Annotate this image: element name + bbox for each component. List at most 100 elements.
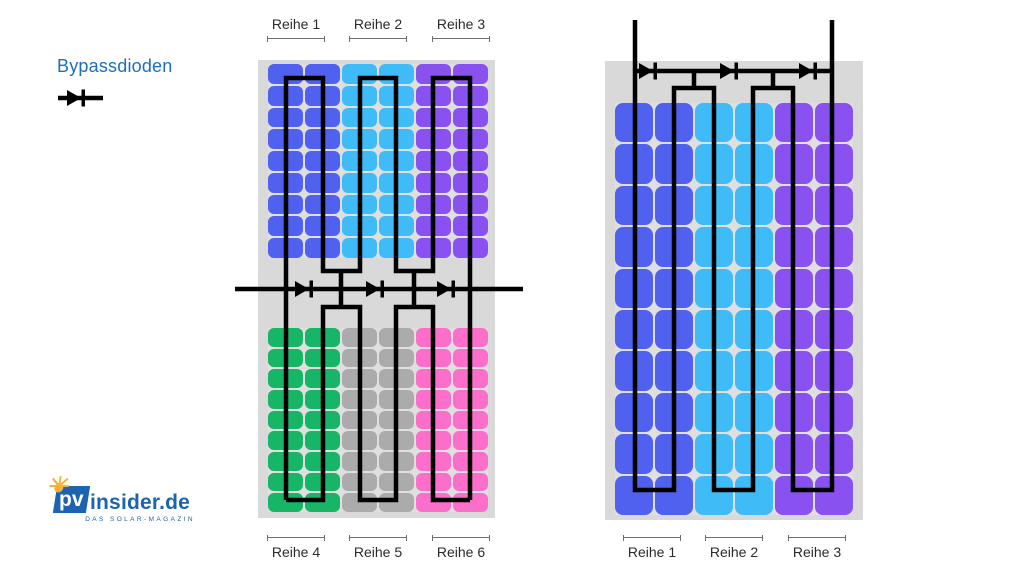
solar-cell <box>453 472 488 492</box>
solar-cell <box>379 493 414 512</box>
sun-icon <box>49 476 70 493</box>
measure-line <box>623 535 681 541</box>
full-cell-module-panel <box>605 61 863 520</box>
solar-cell <box>695 475 733 515</box>
solar-cell <box>268 472 303 492</box>
solar-cell <box>695 227 733 267</box>
solar-cell <box>416 172 451 193</box>
solar-cell <box>655 310 693 350</box>
solar-cell <box>379 238 414 258</box>
solar-cell <box>775 103 813 143</box>
solar-cell <box>453 348 488 368</box>
solar-cell <box>268 328 303 347</box>
solar-cell <box>615 268 653 308</box>
solar-cell <box>268 107 303 128</box>
solar-cell <box>416 431 451 450</box>
solar-cell <box>416 472 451 492</box>
solar-cell <box>695 268 733 308</box>
legend: Bypassdioden <box>57 56 173 107</box>
solar-cell <box>775 351 813 391</box>
solar-cell <box>453 389 488 409</box>
solar-cell <box>379 151 414 171</box>
solar-cell <box>305 64 340 84</box>
solar-cell <box>695 351 733 391</box>
solar-cell <box>695 434 733 474</box>
solar-cell <box>735 144 773 184</box>
solar-cell <box>379 451 414 471</box>
solar-cell <box>268 451 303 471</box>
solar-cell <box>342 389 377 409</box>
label-text: Reihe 1 <box>271 16 321 32</box>
solar-cell <box>379 389 414 409</box>
solar-cell <box>342 369 377 388</box>
solar-cell <box>815 103 853 143</box>
solar-cell <box>379 172 414 193</box>
solar-cell <box>379 369 414 388</box>
solar-cell <box>342 348 377 368</box>
label-right-reihe-2: Reihe 2 <box>704 533 764 562</box>
solar-cell <box>453 216 488 237</box>
solar-cell <box>268 64 303 84</box>
solar-cell <box>379 410 414 430</box>
label-left-reihe-5: Reihe 5 <box>348 533 408 562</box>
solar-cell <box>342 194 377 215</box>
solar-cell <box>453 172 488 193</box>
solar-cell <box>815 475 853 515</box>
solar-cell <box>379 216 414 237</box>
solar-cell <box>655 144 693 184</box>
label-text: Reihe 3 <box>436 16 486 32</box>
solar-cell <box>342 238 377 258</box>
solar-cell <box>453 328 488 347</box>
solar-cell <box>416 216 451 237</box>
solar-cell <box>305 431 340 450</box>
solar-cell <box>735 227 773 267</box>
solar-cell <box>775 185 813 226</box>
right-module-cell-grid <box>615 103 853 515</box>
solar-cell <box>416 328 451 347</box>
solar-cell <box>416 410 451 430</box>
solar-cell <box>453 238 488 258</box>
solar-cell <box>453 64 488 84</box>
solar-cell <box>735 310 773 350</box>
logo-name-text: insider.de <box>90 491 191 514</box>
solar-cell <box>815 310 853 350</box>
solar-cell <box>268 431 303 450</box>
label-right-reihe-1: Reihe 1 <box>622 533 682 562</box>
solar-cell <box>416 85 451 106</box>
solar-cell <box>342 64 377 84</box>
solar-cell <box>416 348 451 368</box>
solar-cell <box>305 389 340 409</box>
solar-cell <box>342 172 377 193</box>
solar-cell <box>453 451 488 471</box>
solar-cell <box>453 194 488 215</box>
solar-cell <box>305 493 340 512</box>
solar-cell <box>305 451 340 471</box>
solar-cell <box>416 493 451 512</box>
solar-cell <box>379 129 414 150</box>
solar-cell <box>655 268 693 308</box>
label-right-reihe-3: Reihe 3 <box>787 533 847 562</box>
solar-cell <box>453 431 488 450</box>
measure-line <box>788 535 846 541</box>
solar-cell <box>379 194 414 215</box>
solar-cell <box>416 194 451 215</box>
solar-cell <box>342 328 377 347</box>
solar-cell <box>615 185 653 226</box>
label-text: Reihe 5 <box>353 544 403 560</box>
legend-title: Bypassdioden <box>57 56 173 76</box>
solar-cell <box>305 151 340 171</box>
solar-cell <box>416 129 451 150</box>
label-left-reihe-2: Reihe 2 <box>348 15 408 44</box>
label-text: Reihe 2 <box>353 16 403 32</box>
solar-cell <box>268 151 303 171</box>
solar-cell <box>655 475 693 515</box>
solar-cell <box>453 151 488 171</box>
label-text: Reihe 2 <box>709 544 759 560</box>
label-left-reihe-6: Reihe 6 <box>431 533 491 562</box>
solar-cell <box>342 472 377 492</box>
label-left-reihe-1: Reihe 1 <box>266 15 326 44</box>
solar-cell <box>416 64 451 84</box>
logo-pv-text: pv <box>59 488 84 511</box>
solar-cell <box>305 369 340 388</box>
solar-cell <box>416 238 451 258</box>
